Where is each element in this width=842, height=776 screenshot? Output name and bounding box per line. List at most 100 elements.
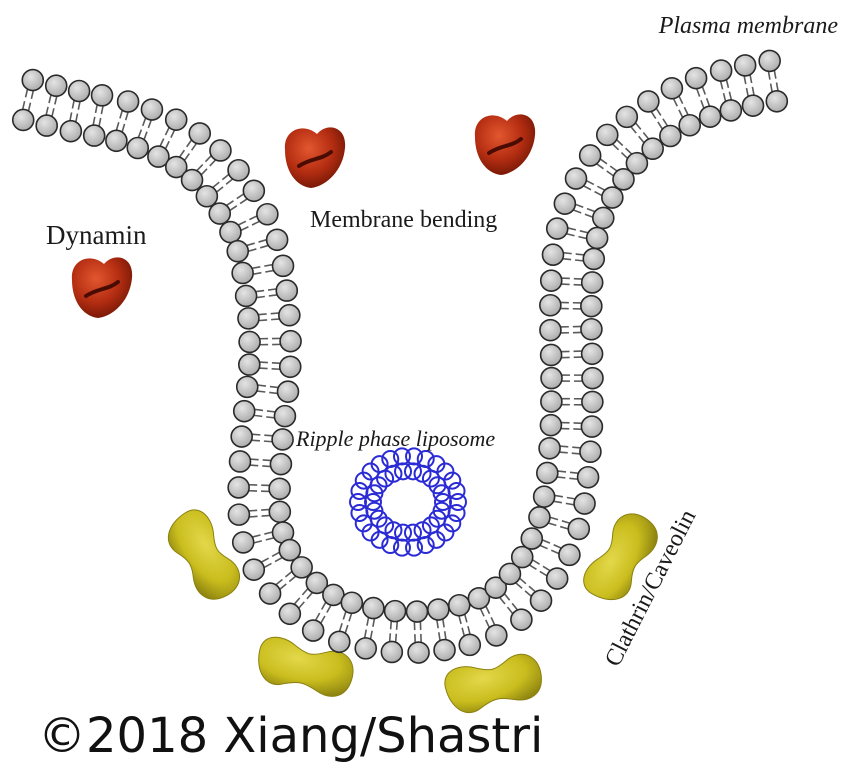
- lipid-pair: [499, 563, 551, 611]
- lipid-pair: [209, 180, 264, 224]
- lipid-head: [679, 115, 700, 136]
- lipid-head: [449, 595, 470, 616]
- ripple-phase-liposome-label: Ripple phase liposome: [295, 426, 495, 451]
- lipid-head: [539, 438, 560, 459]
- lipid-head: [182, 170, 203, 191]
- lipid-head: [269, 501, 290, 522]
- lipid-head: [541, 270, 562, 291]
- lipid-pair: [541, 270, 603, 293]
- lipid-pair: [541, 391, 603, 412]
- lipid-head: [583, 248, 604, 269]
- lipid-pair: [228, 477, 290, 499]
- lipid-pair: [541, 343, 603, 365]
- lipid-head: [459, 634, 480, 655]
- dynamin-label: Dynamin: [46, 220, 147, 250]
- lipid-head: [236, 285, 257, 306]
- lipid-head: [234, 401, 255, 422]
- lipid-head: [272, 429, 293, 450]
- lipid-head: [616, 106, 637, 127]
- lipid-pair: [485, 577, 532, 630]
- lipid-head: [521, 528, 542, 549]
- lipid-pair: [539, 438, 601, 462]
- lipid-head: [581, 416, 602, 437]
- lipid-head: [660, 125, 681, 146]
- plasma-membrane-label: Plasma membrane: [658, 13, 839, 39]
- lipid-head: [60, 121, 81, 142]
- lipid-head: [291, 557, 312, 578]
- lipid-pair: [541, 368, 603, 389]
- lipid-head: [341, 592, 362, 613]
- lipid-head: [766, 91, 787, 112]
- lipid-head: [542, 244, 563, 265]
- liposome-lipid: [351, 483, 367, 499]
- lipid-head: [587, 227, 608, 248]
- lipid-pair: [537, 462, 599, 487]
- lipid-pair: [540, 295, 602, 317]
- lipid-pair: [196, 160, 249, 207]
- lipid-head: [329, 631, 350, 652]
- lipid-head: [407, 601, 428, 622]
- lipid-head: [363, 598, 384, 619]
- lipid-head: [273, 255, 294, 276]
- lipid-head: [269, 478, 290, 499]
- lipid-head: [228, 160, 249, 181]
- lipid-head: [720, 100, 741, 121]
- lipid-head: [228, 477, 249, 498]
- lipid-head: [582, 368, 603, 389]
- lipid-pair: [239, 354, 301, 377]
- lipid-head: [534, 486, 555, 507]
- liposome-lipid: [449, 505, 465, 521]
- lipid-head: [582, 391, 603, 412]
- lipid-head: [593, 207, 614, 228]
- lipid-head: [735, 55, 756, 76]
- dynamin-protein-middle: [285, 127, 345, 188]
- lipid-head: [279, 305, 300, 326]
- liposome-lipid: [405, 463, 421, 479]
- lipid-head: [237, 376, 258, 397]
- lipid-head: [574, 493, 595, 514]
- lipid-head: [260, 583, 281, 604]
- lipid-pair: [407, 601, 430, 663]
- lipid-head: [581, 319, 602, 340]
- lipid-head: [642, 138, 663, 159]
- lipid-head: [303, 620, 324, 641]
- lipid-head: [118, 91, 139, 112]
- lipid-head: [233, 532, 254, 553]
- lipid-head: [759, 50, 780, 71]
- lipid-pair: [230, 451, 292, 475]
- lipid-head: [541, 368, 562, 389]
- lipid-head: [239, 354, 260, 375]
- lipid-head: [270, 454, 291, 475]
- lipid-head: [700, 106, 721, 127]
- lipid-head: [559, 544, 580, 565]
- lipid-head: [580, 145, 601, 166]
- lipid-head: [686, 68, 707, 89]
- dynamin-protein-left: [72, 257, 132, 318]
- lipid-head: [547, 218, 568, 239]
- dynamin-protein-right: [475, 114, 535, 175]
- lipid-head: [220, 222, 241, 243]
- lipid-head: [84, 125, 105, 146]
- lipid-pair: [381, 601, 405, 663]
- lipid-head: [540, 415, 561, 436]
- lipid-head: [511, 609, 532, 630]
- lipid-head: [227, 241, 248, 262]
- lipid-head: [581, 296, 602, 317]
- lipid-head: [22, 70, 43, 91]
- lipid-pair: [279, 572, 327, 624]
- lipid-head: [582, 272, 603, 293]
- lipid-head: [231, 426, 252, 447]
- lipid-head: [355, 638, 376, 659]
- lipid-head: [537, 462, 558, 483]
- lipid-head: [232, 262, 253, 283]
- lipid-head: [381, 641, 402, 662]
- lipid-pair: [580, 145, 634, 190]
- lipid-head: [385, 601, 406, 622]
- lipid-pair: [237, 376, 299, 402]
- lipid-head: [711, 60, 732, 81]
- lipid-head: [638, 91, 659, 112]
- lipid-head: [196, 186, 217, 207]
- lipid-head: [529, 507, 550, 528]
- lipid-head: [230, 451, 251, 472]
